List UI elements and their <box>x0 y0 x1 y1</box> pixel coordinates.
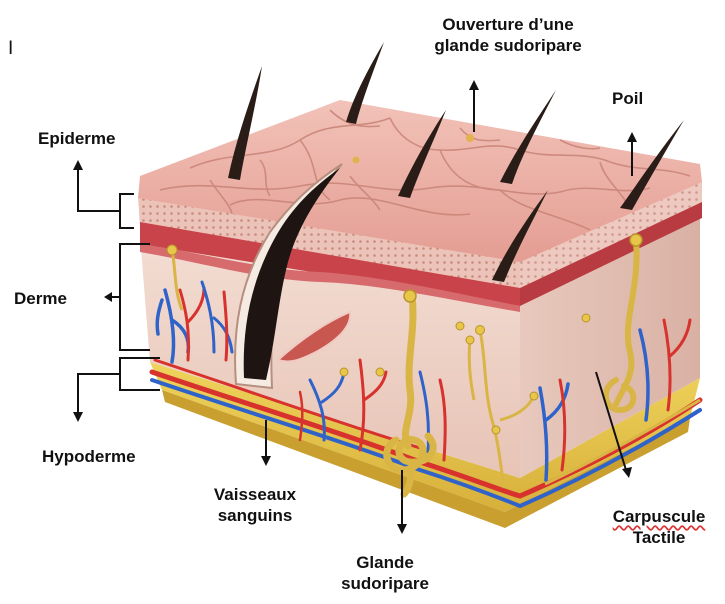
label-hypoderme: Hypoderme <box>42 446 136 467</box>
label-carpuscule-tactile: Carpuscule Tactile <box>596 506 722 548</box>
label-carpuscule-line1: Carpuscule <box>596 506 722 527</box>
label-vaisseaux-line1: Vaisseaux <box>190 484 320 505</box>
label-sweat-gland-opening: Ouverture d’une glande sudoripare <box>410 14 606 56</box>
label-vaisseaux-sanguins: Vaisseaux sanguins <box>190 484 320 526</box>
label-epiderme: Epiderme <box>38 128 115 149</box>
label-glande-line1: Glande <box>300 552 470 573</box>
label-vaisseaux-line2: sanguins <box>190 505 320 526</box>
label-sweat-gland-opening-line1: Ouverture d’une <box>410 14 606 35</box>
pore-opening-icon <box>466 134 474 142</box>
corner-mark: I <box>8 38 13 59</box>
label-glande-line2: sudoripare <box>300 573 470 594</box>
label-poil: Poil <box>612 88 643 109</box>
label-glande-sudoripare: Glande sudoripare <box>300 552 470 594</box>
label-sweat-gland-opening-line2: glande sudoripare <box>410 35 606 56</box>
label-derme: Derme <box>14 288 67 309</box>
label-carpuscule-line2: Tactile <box>596 527 722 548</box>
